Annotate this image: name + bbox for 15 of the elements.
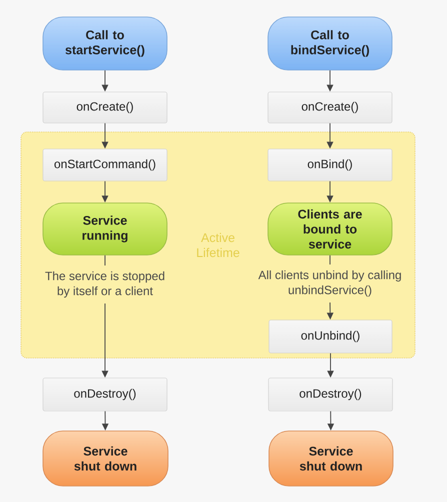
start-terminal: Call to bindService(): [268, 16, 392, 70]
start-terminal: Call to startService(): [42, 16, 168, 70]
method-box: onStartCommand(): [42, 148, 168, 182]
method-box: onBind(): [268, 148, 392, 182]
method-box: onCreate(): [268, 92, 392, 124]
state-terminal: Service running: [42, 202, 168, 256]
method-box: onCreate(): [42, 92, 168, 124]
end-terminal: Service shut down: [268, 430, 394, 486]
method-box: onDestroy(): [268, 378, 393, 412]
edge-label: The service is stopped by itself or a client: [45, 271, 164, 298]
method-box: onDestroy(): [42, 378, 168, 412]
edge-label: All clients unbind by calling unbindService(): [258, 270, 401, 297]
state-terminal: Clients are bound to service: [268, 202, 392, 256]
method-box: onUnbind(): [268, 320, 392, 354]
end-terminal: Service shut down: [42, 430, 168, 486]
